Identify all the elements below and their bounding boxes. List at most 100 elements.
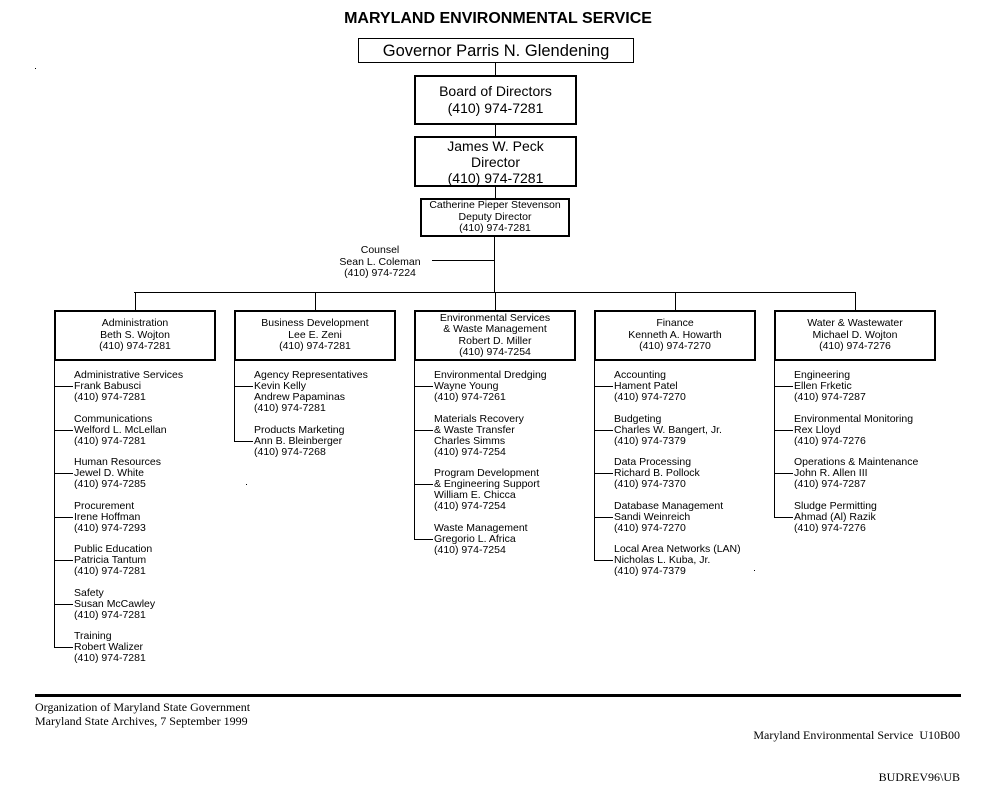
deputy-title: Deputy Director xyxy=(458,210,532,223)
unit-detail: (410) 974-7276 xyxy=(794,521,866,534)
unit-connector xyxy=(594,386,613,387)
director-phone: (410) 974-7281 xyxy=(447,169,544,186)
connector-line xyxy=(495,63,496,75)
unit-detail: Hament Patel xyxy=(614,380,678,392)
unit-name: Administrative Services xyxy=(74,369,184,381)
unit-detail: & Waste Transfer xyxy=(434,423,515,436)
unit-detail: Welford L. McLellan xyxy=(74,423,167,436)
unit-detail: Jewel D. White xyxy=(74,467,145,479)
unit-connector xyxy=(414,539,433,540)
unit-connector xyxy=(594,560,613,561)
department-drop-line xyxy=(495,292,496,310)
unit-detail: (410) 974-7281 xyxy=(74,565,146,577)
unit-spine-line xyxy=(774,360,775,518)
department-drop-line xyxy=(315,292,316,310)
department-line: (410) 974-7281 xyxy=(99,340,171,353)
department-line: (410) 974-7254 xyxy=(459,346,531,358)
unit-detail: (410) 974-7370 xyxy=(614,478,686,490)
unit-name: Waste Management xyxy=(434,521,528,534)
unit-connector xyxy=(54,473,73,474)
unit-connector xyxy=(594,430,613,431)
stray-dot xyxy=(35,68,36,69)
unit-detail: Frank Babusci xyxy=(74,380,142,392)
unit-detail: Charles Simms xyxy=(434,434,506,447)
department-line: Water & Wastewater xyxy=(807,317,903,330)
footer-left: Organization of Maryland State Governmen… xyxy=(35,700,250,728)
footer-agency-code: Maryland Environmental Service U10B00 xyxy=(753,728,960,742)
department-line: Business Development xyxy=(261,317,369,330)
unit-connector xyxy=(54,647,73,648)
unit-connector xyxy=(594,517,613,518)
unit-detail: Ahmad (Al) Razik xyxy=(794,510,876,523)
unit-detail: Andrew Papaminas xyxy=(254,391,346,403)
unit-spine-line xyxy=(594,360,595,561)
unit-name: Accounting xyxy=(614,369,666,381)
unit-connector xyxy=(774,517,793,518)
unit-connector xyxy=(54,560,73,561)
unit-detail: (410) 974-7254 xyxy=(434,543,506,556)
department-bus-line xyxy=(134,292,855,293)
unit-detail: (410) 974-7379 xyxy=(614,565,686,577)
director-box: James W. Peck Director (410) 974-7281 xyxy=(414,136,577,187)
department-line: Beth S. Wojton xyxy=(100,328,170,341)
department-box: Environmental Services& Waste Management… xyxy=(414,310,576,361)
unit-name: Environmental Dredging xyxy=(434,369,547,381)
department-line: Finance xyxy=(656,317,694,330)
unit-name: Safety xyxy=(74,586,104,599)
unit-connector xyxy=(54,517,73,518)
unit-detail: Ellen Frketic xyxy=(794,380,852,392)
unit-detail: (410) 974-7276 xyxy=(794,434,866,447)
department-line: Michael D. Wojton xyxy=(812,328,898,341)
unit-name: Database Management xyxy=(614,499,724,512)
unit-name: Sludge Permitting xyxy=(794,499,877,512)
department-line: Administration xyxy=(101,317,169,330)
unit-detail: Gregorio L. Africa xyxy=(434,532,516,545)
stray-dot xyxy=(246,484,247,485)
board-phone: (410) 974-7281 xyxy=(447,100,544,116)
unit-connector xyxy=(414,484,433,485)
governor-name: Governor Parris N. Glendening xyxy=(382,41,610,60)
unit-detail: William E. Chicca xyxy=(434,489,516,501)
unit-connector xyxy=(774,430,793,431)
department-line: Robert D. Miller xyxy=(458,334,532,347)
trunk-line xyxy=(494,237,495,292)
unit-detail: (410) 974-7287 xyxy=(794,391,866,403)
unit-detail: (410) 974-7254 xyxy=(434,445,506,458)
department-line: (410) 974-7281 xyxy=(279,340,351,353)
counsel-title: Counsel xyxy=(360,244,400,256)
unit-detail: (410) 974-7268 xyxy=(254,445,326,458)
unit-spine-line xyxy=(414,360,415,540)
footer-date: Maryland State Archives, 7 September 199… xyxy=(35,714,248,728)
unit-name: Materials Recovery xyxy=(434,412,524,425)
unit-name: Human Resources xyxy=(74,456,161,468)
unit-detail: Charles W. Bangert, Jr. xyxy=(614,423,722,436)
unit-connector xyxy=(234,441,253,442)
unit-detail: Susan McCawley xyxy=(74,597,156,610)
unit-detail: (410) 974-7270 xyxy=(614,521,686,534)
unit-connector xyxy=(594,473,613,474)
unit-spine-line xyxy=(234,360,235,442)
unit-name: Agency Representatives xyxy=(254,369,368,381)
department-drop-line xyxy=(135,292,136,310)
department-line: (410) 974-7276 xyxy=(819,340,891,353)
unit-detail: (410) 974-7281 xyxy=(74,652,146,664)
department-line: & Waste Management xyxy=(443,323,547,335)
unit-detail: Ann B. Bleinberger xyxy=(254,434,343,447)
